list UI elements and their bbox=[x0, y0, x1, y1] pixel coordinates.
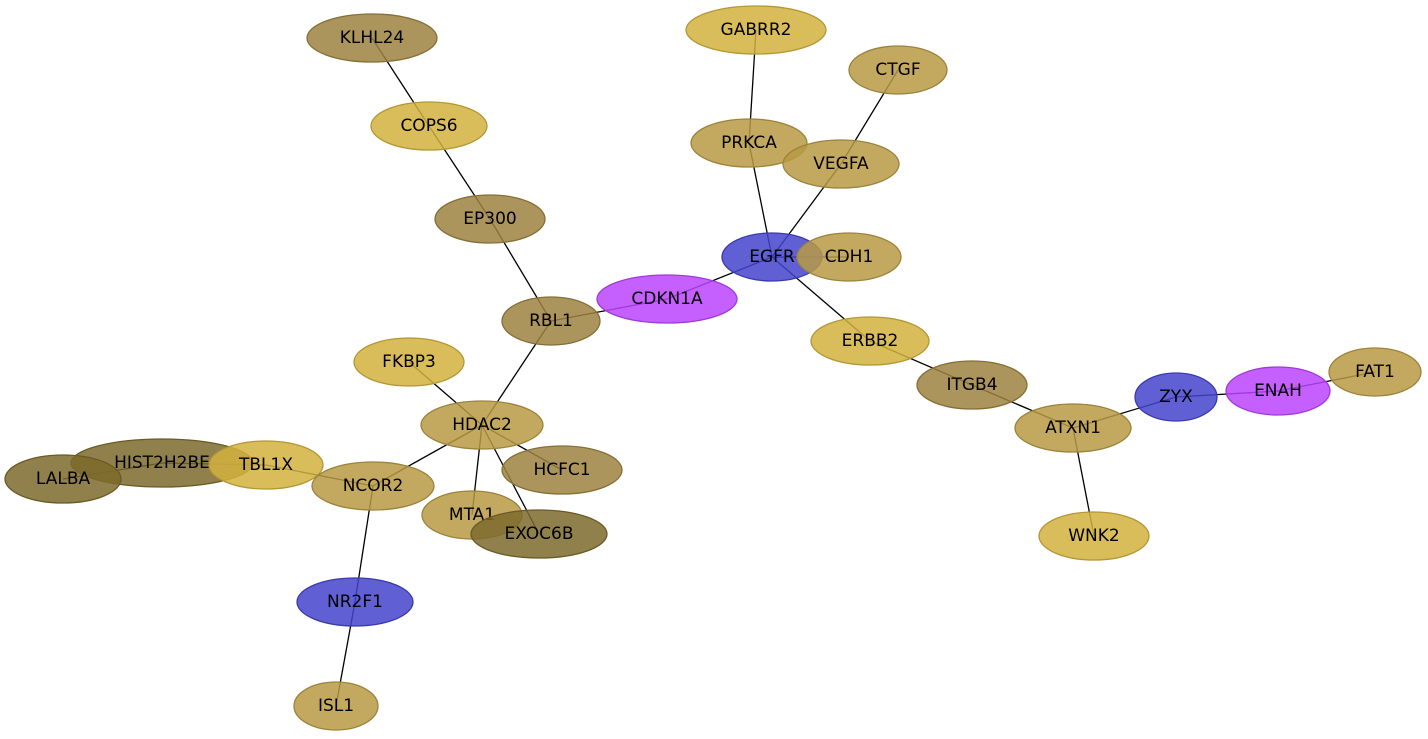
node-label-cdkn1a: CDKN1A bbox=[631, 289, 703, 309]
node-ctgf[interactable]: CTGF bbox=[848, 45, 948, 95]
node-shape-enah[interactable] bbox=[1225, 366, 1331, 416]
node-shape-erbb2[interactable] bbox=[810, 316, 930, 366]
node-label-isl1: ISL1 bbox=[318, 696, 354, 716]
node-wnk2[interactable]: WNK2 bbox=[1038, 511, 1150, 561]
node-label-fkbp3: FKBP3 bbox=[382, 352, 436, 372]
node-cdh1[interactable]: CDH1 bbox=[796, 232, 902, 282]
node-tbl1x[interactable]: TBL1X bbox=[208, 440, 324, 490]
node-label-enah: ENAH bbox=[1254, 381, 1302, 401]
node-label-hcfc1: HCFC1 bbox=[533, 460, 590, 480]
node-label-itgb4: ITGB4 bbox=[946, 375, 997, 395]
node-fat1[interactable]: FAT1 bbox=[1328, 347, 1422, 397]
node-shape-fkbp3[interactable] bbox=[353, 337, 465, 387]
node-hdac2[interactable]: HDAC2 bbox=[420, 400, 544, 450]
node-label-hist2h2be: HIST2H2BE bbox=[114, 453, 210, 473]
node-label-atxn1: ATXN1 bbox=[1045, 418, 1101, 438]
node-shape-zyx[interactable] bbox=[1134, 372, 1218, 422]
node-label-wnk2: WNK2 bbox=[1068, 526, 1120, 546]
node-label-tbl1x: TBL1X bbox=[238, 455, 293, 475]
node-zyx[interactable]: ZYX bbox=[1134, 372, 1218, 422]
node-shape-fat1[interactable] bbox=[1328, 347, 1422, 397]
node-egfr[interactable]: EGFR bbox=[721, 232, 823, 282]
node-exoc6b[interactable]: EXOC6B bbox=[470, 509, 608, 559]
node-hcfc1[interactable]: HCFC1 bbox=[501, 445, 623, 495]
node-atxn1[interactable]: ATXN1 bbox=[1014, 403, 1132, 453]
node-label-hdac2: HDAC2 bbox=[452, 415, 512, 435]
node-label-cdh1: CDH1 bbox=[825, 247, 874, 267]
node-shape-ncor2[interactable] bbox=[311, 461, 435, 511]
node-label-erbb2: ERBB2 bbox=[842, 331, 899, 351]
node-erbb2[interactable]: ERBB2 bbox=[810, 316, 930, 366]
node-enah[interactable]: ENAH bbox=[1225, 366, 1331, 416]
node-shape-ep300[interactable] bbox=[434, 194, 546, 244]
node-shape-itgb4[interactable] bbox=[916, 360, 1028, 410]
node-prkca[interactable]: PRKCA bbox=[690, 118, 808, 168]
node-label-egfr: EGFR bbox=[749, 247, 795, 267]
node-label-vegfa: VEGFA bbox=[813, 154, 869, 174]
node-label-rbl1: RBL1 bbox=[529, 311, 573, 331]
node-label-lalba: LALBA bbox=[36, 469, 91, 489]
node-label-prkca: PRKCA bbox=[721, 133, 777, 153]
node-itgb4[interactable]: ITGB4 bbox=[916, 360, 1028, 410]
node-shape-hcfc1[interactable] bbox=[501, 445, 623, 495]
node-fkbp3[interactable]: FKBP3 bbox=[353, 337, 465, 387]
node-ep300[interactable]: EP300 bbox=[434, 194, 546, 244]
node-shape-cdkn1a[interactable] bbox=[596, 274, 738, 324]
node-shape-hdac2[interactable] bbox=[420, 400, 544, 450]
node-shape-tbl1x[interactable] bbox=[208, 440, 324, 490]
node-label-ctgf: CTGF bbox=[875, 60, 920, 80]
node-label-nr2f1: NR2F1 bbox=[327, 592, 383, 612]
node-klhl24[interactable]: KLHL24 bbox=[306, 13, 438, 63]
node-shape-ctgf[interactable] bbox=[848, 45, 948, 95]
node-shape-vegfa[interactable] bbox=[782, 139, 900, 189]
node-nr2f1[interactable]: NR2F1 bbox=[296, 577, 414, 627]
node-gabrr2[interactable]: GABRR2 bbox=[685, 5, 827, 55]
node-shape-gabrr2[interactable] bbox=[685, 5, 827, 55]
node-cdkn1a[interactable]: CDKN1A bbox=[596, 274, 738, 324]
node-vegfa[interactable]: VEGFA bbox=[782, 139, 900, 189]
node-shape-rbl1[interactable] bbox=[501, 296, 601, 346]
node-label-zyx: ZYX bbox=[1159, 387, 1193, 407]
node-label-cops6: COPS6 bbox=[400, 116, 457, 136]
node-isl1[interactable]: ISL1 bbox=[293, 681, 379, 731]
node-label-gabrr2: GABRR2 bbox=[721, 20, 792, 40]
node-label-ncor2: NCOR2 bbox=[343, 476, 404, 496]
node-shape-exoc6b[interactable] bbox=[470, 509, 608, 559]
node-cops6[interactable]: COPS6 bbox=[370, 101, 488, 151]
node-label-ep300: EP300 bbox=[463, 209, 516, 229]
node-shape-lalba[interactable] bbox=[4, 454, 122, 504]
node-shape-isl1[interactable] bbox=[293, 681, 379, 731]
node-shape-nr2f1[interactable] bbox=[296, 577, 414, 627]
node-shape-wnk2[interactable] bbox=[1038, 511, 1150, 561]
node-lalba[interactable]: LALBA bbox=[4, 454, 122, 504]
node-rbl1[interactable]: RBL1 bbox=[501, 296, 601, 346]
node-shape-prkca[interactable] bbox=[690, 118, 808, 168]
node-shape-atxn1[interactable] bbox=[1014, 403, 1132, 453]
node-label-fat1: FAT1 bbox=[1355, 362, 1395, 382]
node-shape-klhl24[interactable] bbox=[306, 13, 438, 63]
node-ncor2[interactable]: NCOR2 bbox=[311, 461, 435, 511]
node-shape-cops6[interactable] bbox=[370, 101, 488, 151]
node-shape-cdh1[interactable] bbox=[796, 232, 902, 282]
node-label-klhl24: KLHL24 bbox=[340, 28, 405, 48]
node-label-exoc6b: EXOC6B bbox=[504, 524, 573, 544]
